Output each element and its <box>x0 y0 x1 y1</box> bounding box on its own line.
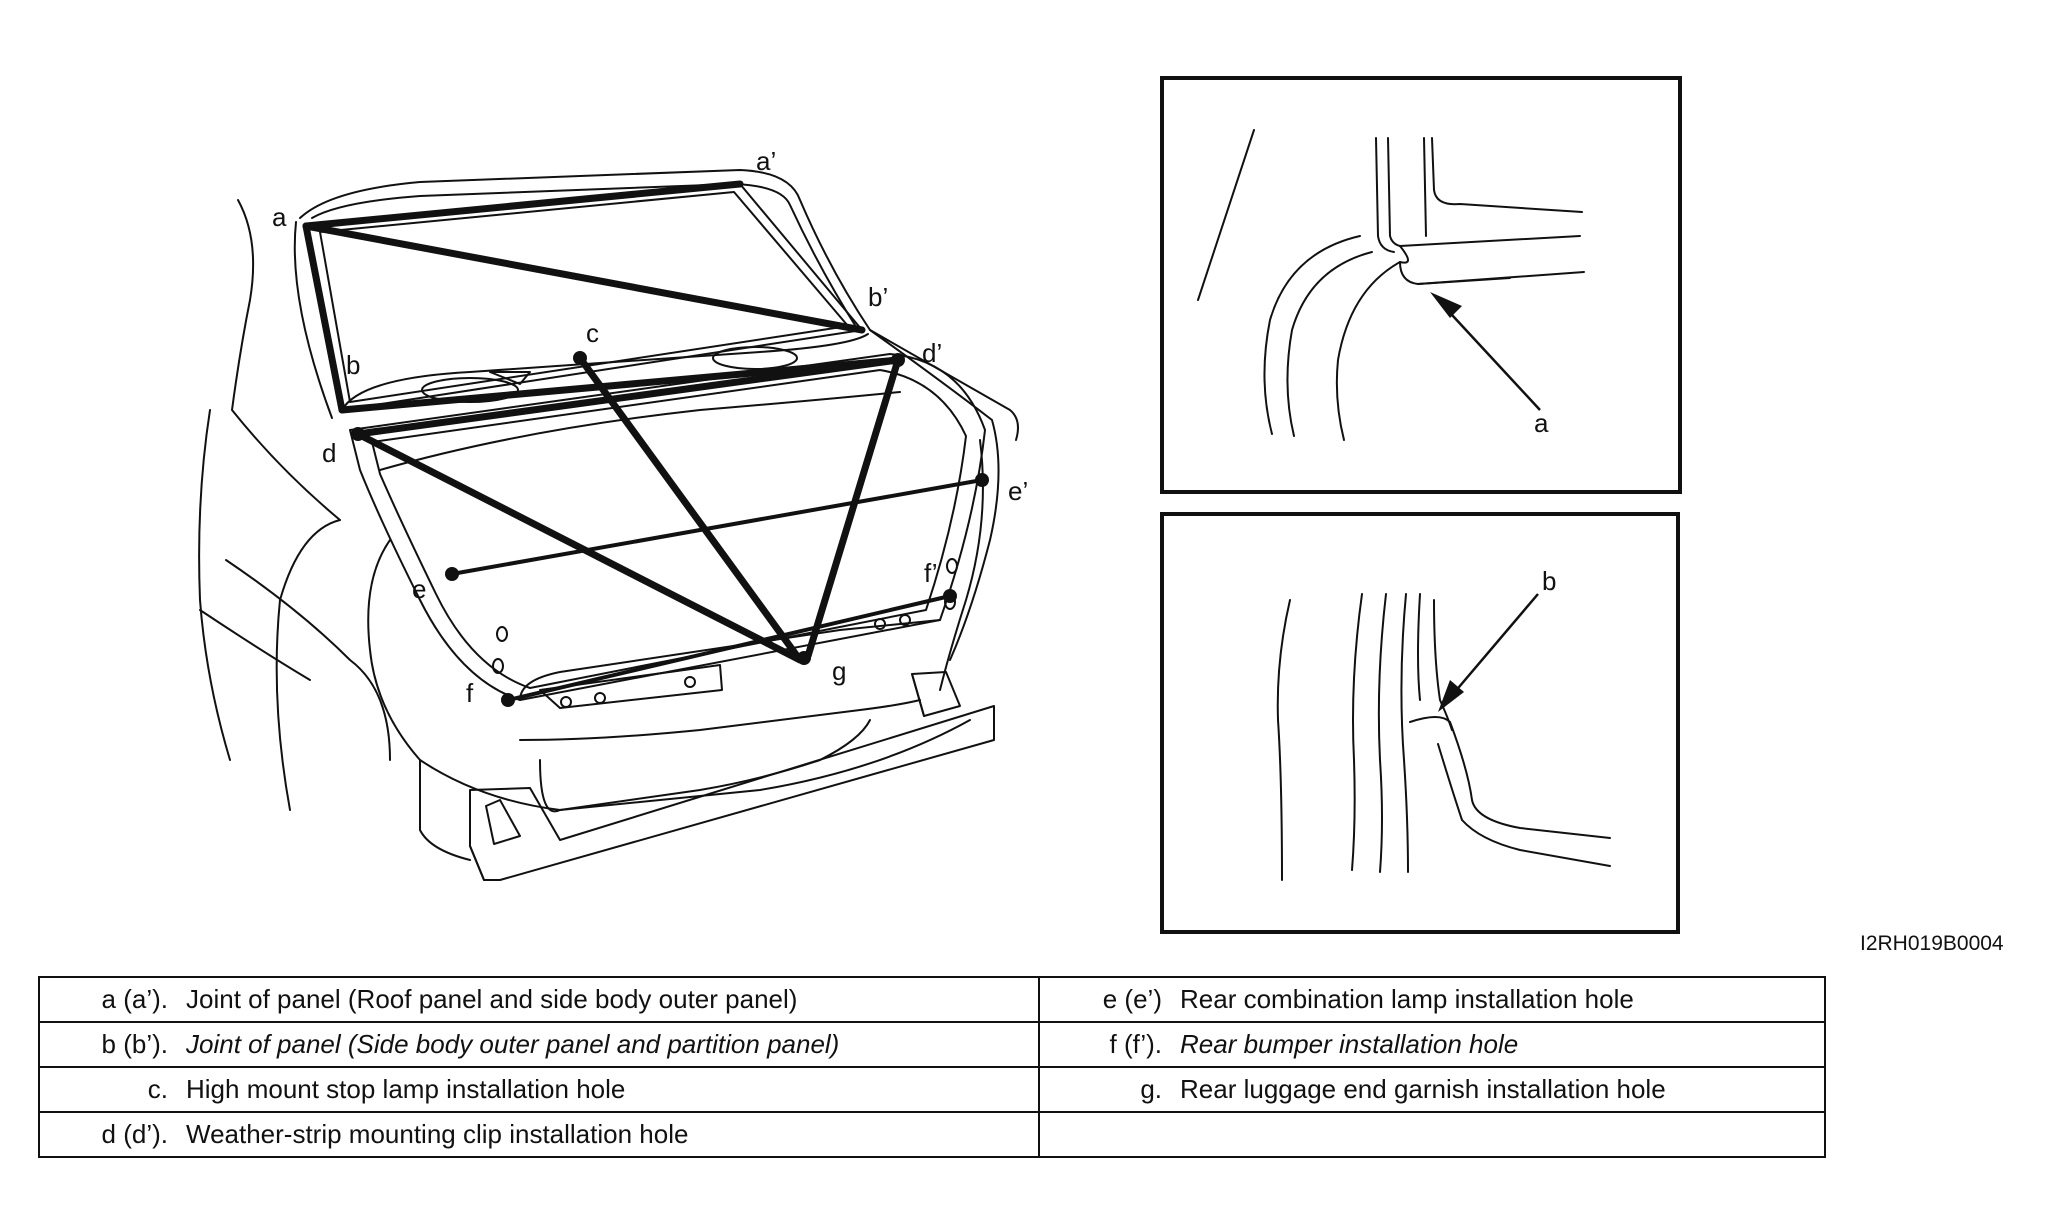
label-g: g <box>832 656 846 686</box>
line-b-d-prime <box>338 356 902 414</box>
label-f: f <box>466 678 474 708</box>
legend-key: e (e’) <box>1102 984 1162 1014</box>
legend-cell-right: f (f’). Rear bumper installation hole <box>1038 1021 1826 1068</box>
detail-a-arrowhead <box>1430 292 1462 318</box>
trunk-floor <box>519 619 941 701</box>
legend-row: a (a’). Joint of panel (Roof panel and si… <box>38 976 1826 1023</box>
point-d-prime <box>891 353 905 367</box>
legend-text: Joint of panel (Roof panel and side body… <box>186 984 798 1014</box>
legend-cell-left: b (b’). Joint of panel (Side body outer p… <box>38 1021 1040 1068</box>
legend-key: a (a’). <box>101 984 168 1014</box>
measurement-points <box>351 351 989 707</box>
point-c <box>573 351 587 365</box>
detail-box-a: a <box>1160 76 1682 494</box>
trunk-opening <box>349 353 986 701</box>
legend-key: c. <box>147 1074 168 1104</box>
point-g <box>797 651 811 665</box>
legend-key: d (d’). <box>101 1119 168 1149</box>
legend-cell-left: a (a’). Joint of panel (Roof panel and si… <box>38 976 1040 1023</box>
legend-text: Weather-strip mounting clip installation… <box>186 1119 689 1149</box>
label-e-prime: e’ <box>1008 476 1028 506</box>
label-d-prime: d’ <box>922 338 942 368</box>
line-a-a-prime <box>302 180 744 230</box>
parcel-shelf <box>341 333 869 411</box>
label-f-prime: f’ <box>924 558 937 588</box>
legend-text: Rear luggage end garnish installation ho… <box>1180 1074 1666 1104</box>
label-e: e <box>412 574 426 604</box>
measurement-lines <box>302 180 984 702</box>
line-f-f-prime <box>506 594 952 702</box>
legend-cell-right: e (e’) Rear combination lamp installation… <box>1038 976 1826 1023</box>
label-a: a <box>272 202 287 232</box>
legend-text: Joint of panel (Side body outer panel an… <box>186 1029 840 1059</box>
legend-cell-right: g. Rear luggage end garnish installation … <box>1038 1066 1826 1113</box>
detail-a-label: a <box>1534 408 1549 438</box>
figure-code: I2RH019B0004 <box>1860 932 2004 955</box>
legend-key: g. <box>1140 1074 1162 1104</box>
right-c-pillar <box>869 329 1000 661</box>
line-a-b-prime <box>302 222 866 334</box>
rear-window-outer <box>293 221 333 419</box>
point-labels: a a’ b b’ c d d’ e e’ f f’ g <box>272 146 1028 708</box>
legend-cell-left: d (d’). Weather-strip mounting clip insta… <box>38 1111 1040 1158</box>
detail-box-b: b <box>1160 512 1680 934</box>
point-e <box>445 567 459 581</box>
point-f-prime <box>943 589 957 603</box>
line-c-g <box>576 354 804 664</box>
line-d-prime-g <box>804 356 902 660</box>
legend-table: a (a’). Joint of panel (Roof panel and si… <box>38 976 1826 1158</box>
label-a-prime: a’ <box>756 146 776 176</box>
legend-key: f (f’). <box>1109 1029 1162 1059</box>
legend-row: b (b’). Joint of panel (Side body outer p… <box>38 1021 1826 1068</box>
point-d <box>351 427 365 441</box>
roof-outline <box>299 169 1019 441</box>
hole-f-side <box>492 658 504 674</box>
legend-text: Rear combination lamp installation hole <box>1180 984 1634 1014</box>
legend-text: High mount stop lamp installation hole <box>186 1074 626 1104</box>
label-d: d <box>322 438 336 468</box>
legend-cell-right <box>1038 1111 1826 1158</box>
line-d-d-prime <box>354 356 902 438</box>
legend-row: d (d’). Weather-strip mounting clip insta… <box>38 1111 1826 1158</box>
left-c-pillar <box>231 199 341 521</box>
detail-b-label: b <box>1542 566 1556 596</box>
label-c: c <box>586 318 599 348</box>
legend-row: c. High mount stop lamp installation hole… <box>38 1066 1826 1113</box>
legend-key: b (b’). <box>101 1029 168 1059</box>
point-f <box>501 693 515 707</box>
detail-b-arrowhead <box>1438 680 1464 712</box>
point-e-prime <box>975 473 989 487</box>
line-e-e-prime <box>450 478 984 576</box>
legend-text: Rear bumper installation hole <box>1180 1029 1519 1059</box>
car-rear-illustration <box>198 169 1019 881</box>
label-b: b <box>346 350 360 380</box>
rear-fender <box>367 539 971 811</box>
legend-cell-left: c. High mount stop lamp installation hole <box>38 1066 1040 1113</box>
line-a-b <box>302 222 346 414</box>
label-b-prime: b’ <box>868 282 888 312</box>
line-d-g <box>354 430 804 664</box>
